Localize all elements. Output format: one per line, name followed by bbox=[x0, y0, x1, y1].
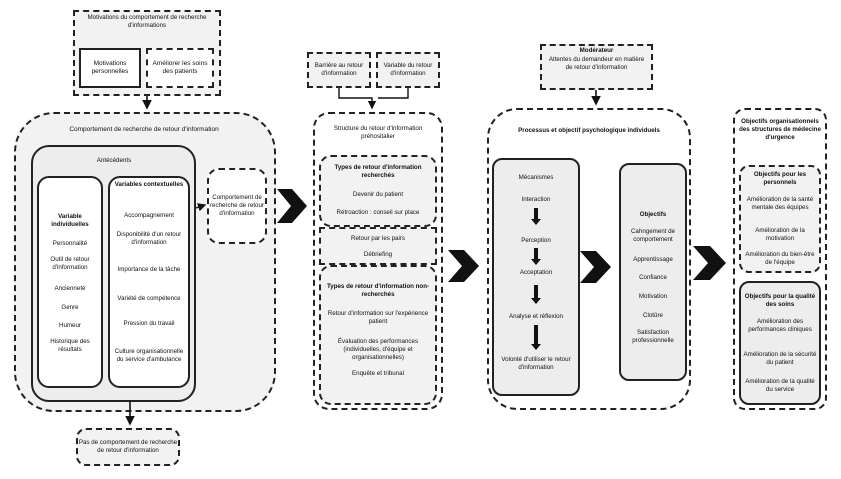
contextual-item-3: Variété de compétence bbox=[117, 295, 181, 302]
staff-objectives-box bbox=[739, 165, 821, 273]
mechanism-item-4: Volonté d'utiliser le retour d'informati… bbox=[501, 356, 571, 371]
staff-item-1: Amélioration de la motivation bbox=[755, 227, 805, 242]
mechanism-item-0: Interaction bbox=[521, 196, 551, 203]
chevron-arrow-3 bbox=[580, 251, 611, 283]
contextual-item-4: Pression du travail bbox=[123, 320, 175, 327]
motivations-patient-care-label: Améliorer les soins des patients bbox=[152, 59, 208, 75]
mechanism-arrow-2 bbox=[531, 248, 541, 265]
middle-item-0: Retour par les pairs bbox=[351, 235, 405, 242]
individual-item-1: Outil de retour d'information bbox=[50, 256, 90, 271]
chevron-arrow-2 bbox=[448, 250, 479, 282]
structure-title: Structure du retour d'information préhos… bbox=[333, 125, 423, 140]
individual-item-2: Ancienneté bbox=[54, 285, 86, 292]
chevron-arrow-1 bbox=[277, 189, 307, 223]
behavior-title: Comportement de recherche de retour d'in… bbox=[69, 126, 219, 133]
no-behavior-box: Pas de comportement de recherche de reto… bbox=[76, 428, 180, 466]
individual-item-0: Personnalité bbox=[52, 240, 88, 247]
motivations-patient-care: Améliorer les soins des patients bbox=[146, 48, 214, 88]
chevron-arrow-4 bbox=[693, 246, 726, 280]
contextual-variables-title: Variables contextuelles bbox=[114, 181, 184, 188]
objective-item-1: Apprentissage bbox=[633, 256, 673, 263]
mechanism-item-3: Analyse et réflexion bbox=[509, 313, 563, 320]
objective-item-4: Clotûre bbox=[643, 312, 663, 319]
objective-item-0: Cahngement de comportement bbox=[630, 228, 676, 243]
objective-item-3: Motivation bbox=[638, 293, 668, 300]
mechanism-item-2: Acceptation bbox=[519, 269, 553, 276]
care-objectives-box bbox=[739, 281, 821, 405]
middle-feedback-box bbox=[319, 227, 437, 265]
mechanism-arrow-4 bbox=[531, 325, 541, 350]
individual-variables bbox=[37, 176, 103, 388]
moderator-text: Attentes du demandeur en matière de reto… bbox=[548, 56, 645, 71]
objectives-title: Objectifs bbox=[639, 211, 667, 218]
staff-item-0: Amélioration de la santé mentale des équ… bbox=[746, 196, 814, 211]
mechanisms-panel bbox=[492, 158, 580, 396]
sought-item-1: Rétroaction : conseil sur place bbox=[336, 209, 420, 216]
mechanism-arrow-1 bbox=[531, 208, 541, 225]
arrow-antecedents-to-outcome bbox=[195, 203, 207, 212]
individual-variables-title: Variable individuelles bbox=[51, 213, 89, 228]
contextual-variables bbox=[108, 176, 190, 388]
sought-feedback-title: Types de retour d'information recherchés bbox=[334, 164, 422, 179]
barrier-label: Barrière au retour d'information bbox=[314, 62, 364, 77]
motivations-personal-label: Motivations personnelles bbox=[91, 59, 129, 75]
arrow-variable-to-structure bbox=[378, 88, 409, 99]
sought-feedback-box bbox=[319, 155, 437, 227]
mechanism-arrow-3 bbox=[531, 285, 541, 304]
unsought-item-0: Retour d'information sur l'expérience pa… bbox=[327, 310, 429, 325]
sought-item-0: Devenir du patient bbox=[352, 191, 404, 198]
organisational-title: Objectifs organisationnels des structure… bbox=[739, 118, 821, 141]
staff-objectives-title: Objectifs pour les personnels bbox=[753, 171, 807, 186]
contextual-item-2: Importance de la tâche bbox=[117, 266, 181, 273]
middle-item-1: Débriefing bbox=[363, 251, 393, 258]
motivations-title: Motivations du comportement de recherche… bbox=[87, 14, 207, 29]
behavior-outcome: Comportement de recherche de retour d'in… bbox=[207, 168, 267, 244]
care-item-0: Amélioration des performances cliniques bbox=[748, 318, 812, 333]
process-title: Processus et objectif psychologique indi… bbox=[518, 127, 660, 134]
care-item-1: Amélioration de la sécurité du patient bbox=[743, 351, 817, 366]
unsought-item-1: Évaluation des performances (individuell… bbox=[337, 338, 419, 361]
variable-box: Variable du retour d'information bbox=[376, 52, 440, 88]
contextual-item-1: Disponibilité d'un retour d'information bbox=[116, 231, 182, 246]
care-item-2: Amélioration de la qualité du service bbox=[745, 378, 815, 393]
objectives-panel bbox=[619, 163, 687, 381]
mechanisms-title: Mécanismes bbox=[518, 174, 554, 181]
contextual-item-5: Culture organisationnelle du service d'a… bbox=[114, 348, 184, 363]
moderator-title: Modérateur bbox=[579, 47, 614, 54]
moderator-box bbox=[540, 44, 653, 90]
barrier-box: Barrière au retour d'information bbox=[307, 52, 371, 88]
unsought-item-2: Enquête et tribunal bbox=[352, 370, 404, 377]
motivations-personal: Motivations personnelles bbox=[79, 48, 141, 88]
objective-item-5: Satisfaction professionnelle bbox=[632, 329, 674, 344]
behavior-outcome-label: Comportement de recherche de retour d'in… bbox=[210, 194, 264, 217]
individual-item-3: Genre bbox=[61, 304, 79, 311]
unsought-feedback-title: Types de retour d'information non-recher… bbox=[326, 283, 430, 298]
arrow-barrier-to-structure bbox=[338, 88, 377, 110]
individual-item-5: Historique des résultats bbox=[50, 338, 90, 353]
variable-label: Variable du retour d'information bbox=[383, 62, 433, 77]
individual-item-4: Humeur bbox=[58, 322, 81, 329]
contextual-item-0: Accompagnement bbox=[124, 212, 174, 219]
unsought-feedback-box bbox=[319, 265, 437, 405]
care-objectives-title: Objectifs pour la qualité des soins bbox=[744, 293, 816, 308]
staff-item-2: Amélioration du bien-être de l'équipe bbox=[745, 251, 815, 266]
mechanism-item-1: Perception bbox=[521, 237, 551, 244]
antecedents-label: Antécédents bbox=[96, 157, 132, 164]
objective-item-2: Confiance bbox=[639, 274, 667, 281]
no-behavior-label: Pas de comportement de recherche de reto… bbox=[78, 439, 178, 454]
